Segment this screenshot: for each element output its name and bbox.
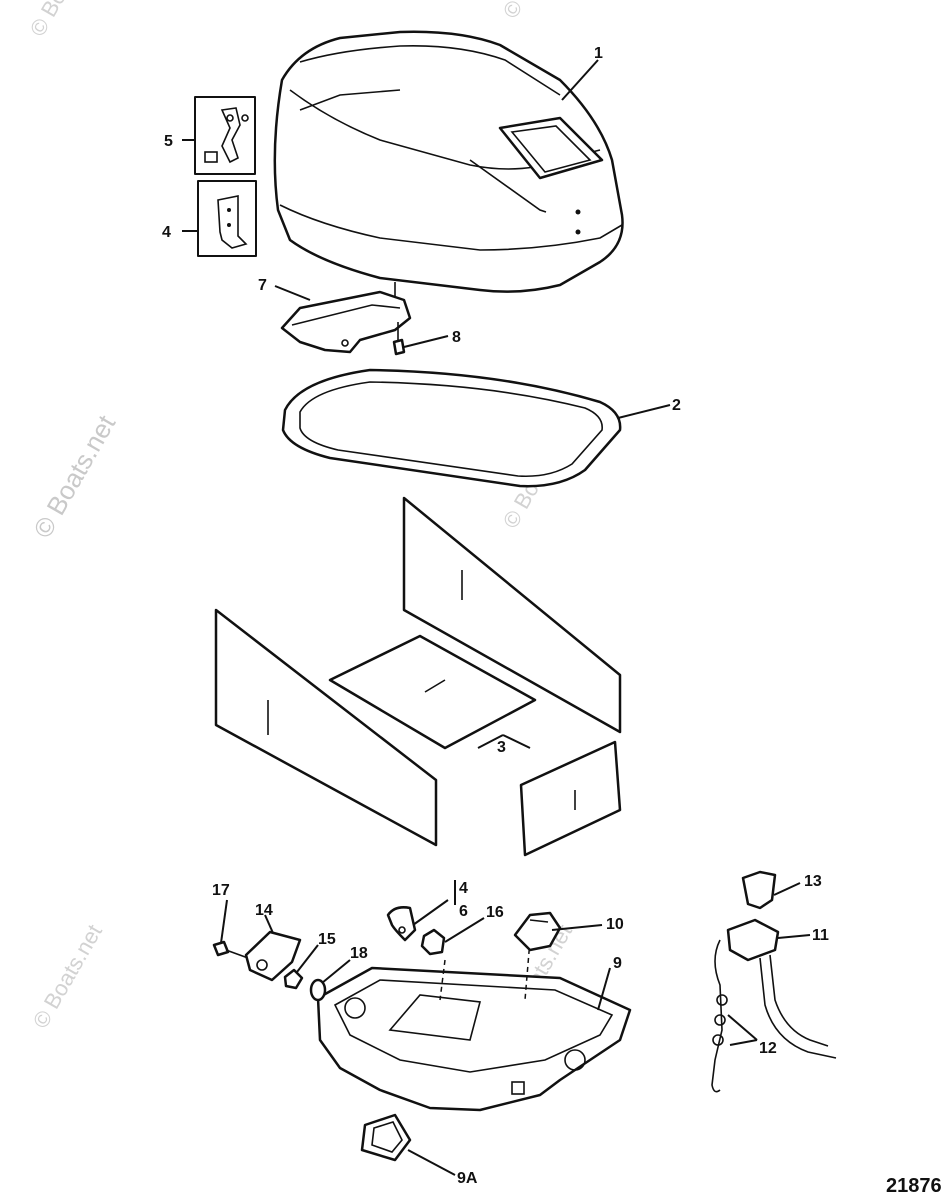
clip-part-4-6 — [386, 906, 417, 942]
callout-18: 18 — [350, 945, 368, 962]
callout-labels: 1 5 4 7 8 2 3 17 14 15 18 4 6 16 10 9 9A… — [162, 45, 829, 1187]
callout-15: 15 — [318, 931, 336, 948]
clip-part-13 — [741, 870, 777, 910]
watermark-left: © Boats.net — [27, 409, 121, 543]
callout-14: 14 — [255, 902, 273, 919]
callout-9: 9 — [613, 955, 622, 972]
leader-lines — [182, 59, 811, 1176]
callout-16: 16 — [486, 904, 504, 921]
hook-part-7 — [280, 290, 412, 354]
callout-10: 10 — [606, 916, 624, 933]
callout-2: 2 — [672, 397, 681, 414]
watermark-bottom-left: © Boats.net — [28, 920, 107, 1032]
watermark-top-left: © Boats.net — [25, 0, 104, 41]
latch-part-5-box — [194, 96, 256, 175]
latch-part-10 — [513, 911, 562, 952]
callout-6: 6 — [459, 903, 468, 920]
callout-3: 3 — [497, 739, 506, 756]
figure-number: 21876 — [886, 1175, 942, 1197]
switch-part-11 — [726, 918, 837, 1059]
nut-part-15 — [283, 968, 304, 990]
callout-8: 8 — [452, 329, 461, 346]
screw-part-17 — [212, 940, 249, 959]
callout-4-bottom: 4 — [459, 880, 468, 897]
seal-part-2 — [281, 368, 622, 488]
callout-12: 12 — [759, 1040, 777, 1057]
plate-part-9a — [360, 1113, 412, 1162]
lanyard-part-12 — [711, 939, 728, 1093]
nut-part-16 — [420, 928, 446, 956]
callout-7: 7 — [258, 277, 267, 294]
callout-1: 1 — [594, 45, 603, 62]
callout-9a: 9A — [457, 1170, 478, 1187]
callout-4-top: 4 — [162, 224, 171, 241]
callout-17: 17 — [212, 882, 230, 899]
bracket-part-14 — [244, 930, 302, 982]
callout-11: 11 — [812, 927, 829, 944]
callout-13: 13 — [804, 873, 822, 890]
washer-part-18 — [309, 978, 327, 1002]
top-cowl-part-1 — [273, 30, 624, 300]
screw-part-8 — [392, 322, 406, 356]
watermark-top-center: © Boats.net — [498, 0, 577, 23]
acoustic-pads-part-3 — [214, 496, 622, 857]
latch-part-4-box — [197, 180, 257, 257]
callout-5: 5 — [164, 133, 173, 150]
bottom-cowl-part-9 — [316, 939, 632, 1112]
